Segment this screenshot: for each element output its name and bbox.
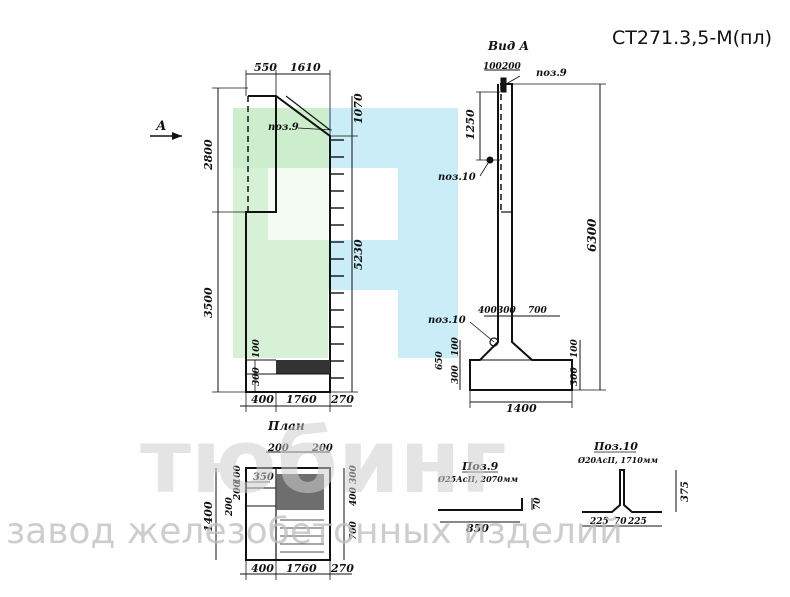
- svg-text:200: 200: [311, 443, 333, 454]
- drawing-code: СТ271.3,5-М(пл): [612, 27, 773, 49]
- svg-text:100: 100: [451, 336, 461, 356]
- svg-text:400: 400: [251, 562, 274, 575]
- svg-text:100: 100: [233, 464, 243, 484]
- plan-title: План: [267, 419, 305, 433]
- svg-text:поз.10: поз.10: [428, 315, 466, 326]
- svg-text:100: 100: [570, 338, 580, 358]
- view-a-labels: Вид А 100 200 поз.9 поз.10 поз.10 1250 6…: [428, 39, 599, 415]
- svg-text:650: 650: [435, 350, 445, 370]
- detail-poz10-labels: Поз.10 Ø20АсII, 1710мм 375 225 70 225: [577, 440, 691, 527]
- svg-text:225: 225: [589, 517, 609, 527]
- side-view-labels: А 550 1610 2800 3500 300 100 1070 5230 4…: [155, 61, 365, 406]
- svg-text:350: 350: [253, 472, 274, 483]
- svg-text:300: 300: [451, 364, 461, 384]
- svg-text:2800: 2800: [202, 139, 215, 171]
- svg-text:1250: 1250: [464, 109, 477, 140]
- svg-text:200: 200: [225, 496, 235, 517]
- svg-text:70: 70: [533, 497, 543, 510]
- svg-text:300: 300: [497, 306, 517, 316]
- rebar-ticks: [330, 139, 344, 379]
- svg-text:Поз.10: Поз.10: [593, 440, 638, 453]
- svg-text:550: 550: [254, 61, 277, 74]
- svg-text:400: 400: [478, 306, 498, 316]
- svg-text:поз.9: поз.9: [536, 68, 567, 79]
- svg-text:300: 300: [349, 464, 359, 484]
- svg-text:1400: 1400: [506, 402, 537, 415]
- detail-poz10: [582, 451, 677, 527]
- svg-text:700: 700: [349, 520, 359, 540]
- svg-text:300: 300: [252, 366, 262, 386]
- watermark-brand: тюбинг: [140, 410, 506, 513]
- svg-text:3500: 3500: [202, 287, 215, 318]
- svg-text:200: 200: [501, 62, 522, 72]
- svg-text:400: 400: [349, 486, 359, 506]
- svg-text:400: 400: [251, 393, 274, 406]
- svg-text:6300: 6300: [585, 218, 599, 252]
- svg-text:270: 270: [330, 562, 354, 575]
- plan-view: [215, 451, 352, 580]
- view-a: [459, 69, 606, 408]
- detail-poz9: [438, 471, 533, 523]
- svg-text:Ø20АсII, 1710мм: Ø20АсII, 1710мм: [577, 455, 658, 465]
- svg-text:375: 375: [680, 481, 691, 502]
- watermark-text: тюбинг завод железобетонных изделий: [6, 410, 623, 552]
- watermark-tagline: завод железобетонных изделий: [6, 511, 623, 552]
- svg-text:Поз.9: Поз.9: [461, 460, 499, 473]
- view-a-title: Вид А: [487, 39, 529, 53]
- svg-text:5230: 5230: [352, 239, 365, 270]
- svg-text:225: 225: [627, 517, 647, 527]
- svg-text:850: 850: [466, 522, 489, 535]
- svg-text:100: 100: [252, 338, 262, 358]
- svg-text:Ø25АсII, 2070мм: Ø25АсII, 2070мм: [437, 474, 518, 484]
- svg-text:270: 270: [330, 393, 354, 406]
- svg-text:1400: 1400: [202, 501, 215, 532]
- svg-text:1610: 1610: [290, 61, 321, 74]
- svg-text:1070: 1070: [352, 93, 365, 124]
- logo-blue-bar: [328, 108, 458, 168]
- plan-labels: План 200 200 350 1400 200 200 100 300 40…: [202, 419, 359, 575]
- arrow-a-label: А: [155, 119, 167, 134]
- svg-text:200: 200: [233, 480, 243, 501]
- side-view: [150, 70, 358, 412]
- svg-text:300: 300: [570, 366, 580, 386]
- svg-text:1760: 1760: [286, 562, 317, 575]
- svg-text:100: 100: [483, 62, 503, 72]
- svg-text:200: 200: [267, 443, 289, 454]
- detail-poz9-labels: Поз.9 Ø25АсII, 2070мм 850 70: [437, 460, 543, 535]
- callout-poz9: поз.9: [268, 122, 299, 133]
- svg-text:поз.10: поз.10: [438, 172, 476, 183]
- svg-text:70: 70: [614, 517, 627, 527]
- watermark-logo: [233, 108, 458, 358]
- svg-text:700: 700: [528, 306, 548, 316]
- svg-text:1760: 1760: [286, 393, 317, 406]
